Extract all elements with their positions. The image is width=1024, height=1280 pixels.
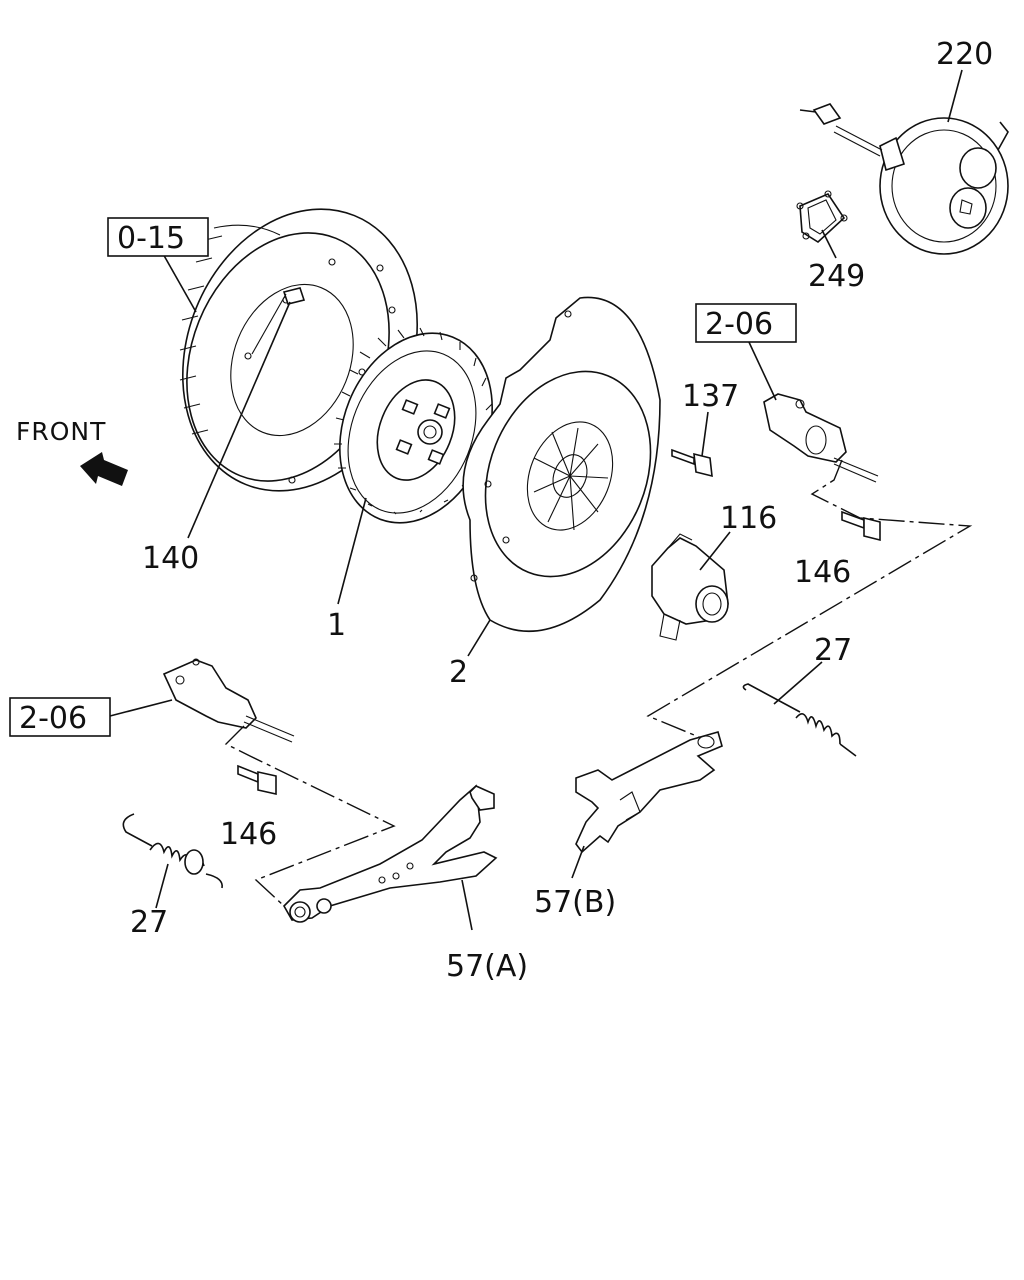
leader-slave-right — [747, 339, 777, 401]
pressure-plate-label: 2 — [449, 655, 468, 690]
spring-left — [122, 813, 223, 889]
gasket-label: 249 — [808, 259, 865, 294]
front-arrow-icon — [80, 452, 128, 486]
bolt-146-right — [841, 510, 881, 542]
fork-b-label: 57(B) — [534, 885, 616, 920]
bolt-146-left — [237, 764, 277, 795]
connection-line-right — [646, 459, 973, 745]
release-fork-b — [575, 731, 723, 854]
booster — [799, 103, 1009, 255]
slave-ref-left-box — [9, 697, 111, 737]
leader-booster — [947, 69, 963, 123]
flywheel-ref-box — [107, 217, 209, 257]
bolt-146-right-label: 146 — [794, 555, 851, 590]
release-bearing-label: 116 — [720, 501, 777, 536]
spring-right-label: 27 — [814, 633, 852, 668]
gasket — [796, 190, 848, 244]
leader-clutch-disc — [337, 497, 367, 605]
leader-gasket — [821, 229, 837, 259]
clutch-disc — [334, 327, 493, 524]
bolt-137-label: 137 — [682, 379, 739, 414]
bolt-137 — [671, 448, 713, 478]
leader-flywheel — [161, 251, 197, 313]
slave-ref-right-label: 2-06 — [705, 307, 773, 342]
leader-spring-left — [155, 863, 169, 909]
front-label: FRONT — [16, 417, 106, 446]
connection-line-left — [224, 725, 396, 907]
leader-pilot-bearing — [187, 301, 291, 539]
bolt-146-left-label: 146 — [220, 817, 277, 852]
release-fork-a — [283, 784, 498, 923]
flywheel-ref-label: 0-15 — [117, 221, 185, 256]
pressure-plate — [462, 296, 661, 632]
leader-release-bearing — [699, 531, 731, 571]
slave-ref-left-label: 2-06 — [19, 701, 87, 736]
fork-a-label: 57(A) — [446, 949, 528, 984]
slave-cylinder-left — [162, 658, 295, 743]
leader-spring-right — [773, 661, 823, 705]
pilot-bearing-label: 140 — [142, 541, 199, 576]
leader-slave-left — [109, 699, 173, 717]
clutch-disc-label: 1 — [327, 608, 346, 643]
leader-bolt-137 — [701, 411, 709, 457]
leader-fork-b — [571, 845, 585, 879]
slave-cylinder-right — [763, 393, 879, 483]
spring-left-label: 27 — [130, 905, 168, 940]
leader-pressure-plate — [467, 619, 491, 657]
spring-right — [742, 683, 857, 757]
booster-label: 220 — [936, 37, 993, 72]
pilot-bearing — [251, 287, 306, 355]
leader-fork-a — [461, 879, 473, 931]
slave-ref-right-box — [695, 303, 797, 343]
